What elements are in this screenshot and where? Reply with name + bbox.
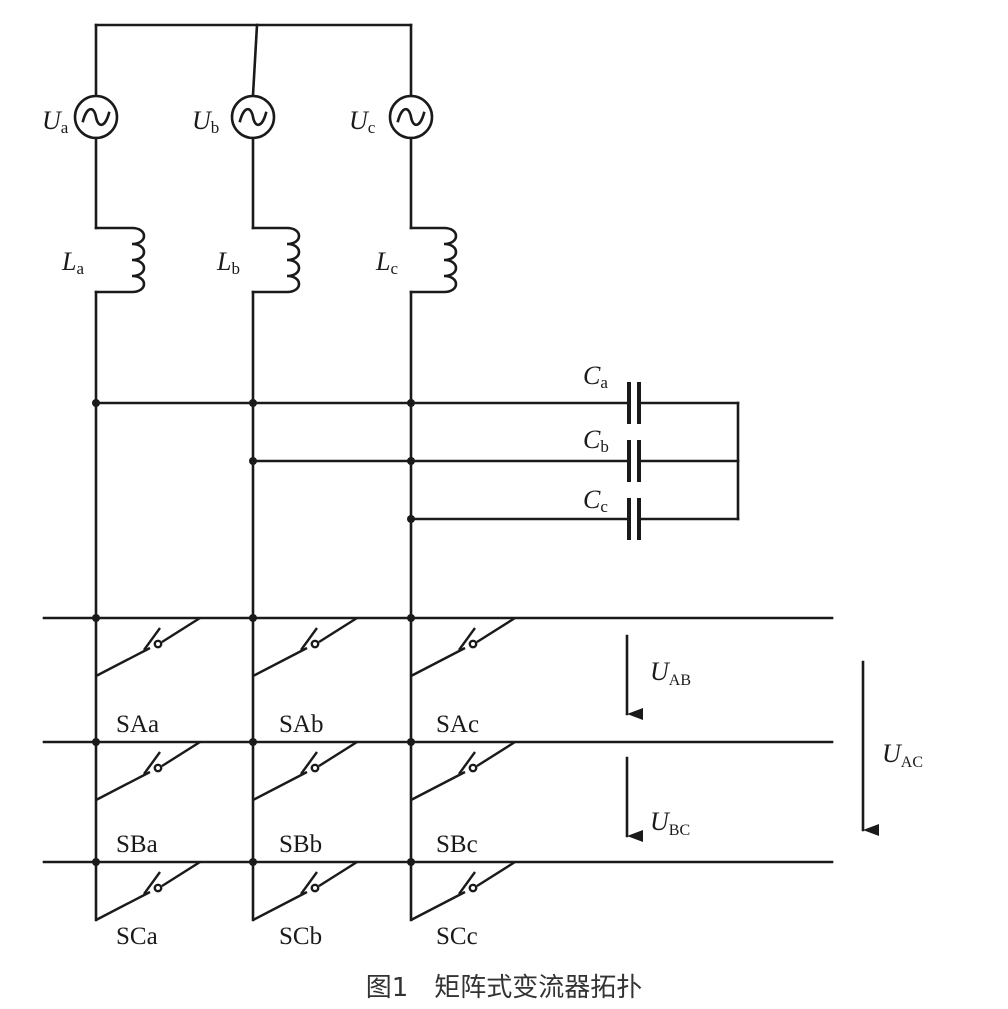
switch-SCb: [252, 860, 358, 922]
inductor-a: [94, 226, 146, 294]
capacitor-a: [627, 382, 641, 424]
output-buses: [42, 616, 834, 864]
ac-source-a: [73, 94, 119, 230]
junction-dots: [92, 399, 415, 523]
capacitor-label-a: Ca: [583, 361, 608, 392]
voltage-label-bc: UBC: [650, 807, 690, 839]
switch-label: SCc: [436, 923, 478, 950]
switch-label: SCa: [116, 923, 158, 950]
voltage-label-ac: UAC: [882, 739, 923, 771]
switch-SBa: [95, 740, 201, 802]
inductor-label-c: Lc: [375, 247, 398, 278]
switch-SBc: [410, 740, 516, 802]
ac-source-c: [388, 94, 434, 230]
switch-SCa: [95, 860, 201, 922]
switch-SAc: [410, 616, 516, 678]
inductor-label-a: La: [61, 247, 84, 278]
switch-SAb: [252, 616, 358, 678]
phase-lines: [94, 290, 413, 922]
switch-label: SBb: [279, 831, 322, 858]
bus-junction-dots: [92, 614, 415, 866]
source-label-c: Uc: [349, 106, 376, 137]
inductor-c: [409, 226, 458, 294]
capacitor-c: [627, 498, 641, 540]
switch-label: SCb: [279, 923, 322, 950]
voltage-label-ab: UAB: [650, 657, 691, 689]
capacitor-wiring: [94, 401, 740, 521]
figure-caption: 图1 矩阵式变流器拓扑: [366, 973, 643, 1003]
capacitor-label-b: Cb: [583, 425, 609, 456]
capacitor-label-c: Cc: [583, 485, 608, 516]
inductor-b: [251, 226, 301, 294]
switch-label: SBa: [116, 831, 158, 858]
ac-source-b: [230, 94, 276, 230]
switch-matrix: [95, 616, 516, 922]
source-label-b: Ub: [192, 106, 219, 137]
switch-label: SAa: [116, 711, 159, 738]
switch-label: SAb: [279, 711, 323, 738]
switch-SCc: [410, 860, 516, 922]
inductor-label-b: Lb: [216, 247, 240, 278]
switch-SAa: [95, 616, 201, 678]
switch-SBb: [252, 740, 358, 802]
top-neutral-bus: [94, 23, 413, 97]
switch-label: SAc: [436, 711, 479, 738]
source-label-a: Ua: [42, 106, 69, 137]
switch-label: SBc: [436, 831, 478, 858]
capacitor-b: [627, 440, 641, 482]
